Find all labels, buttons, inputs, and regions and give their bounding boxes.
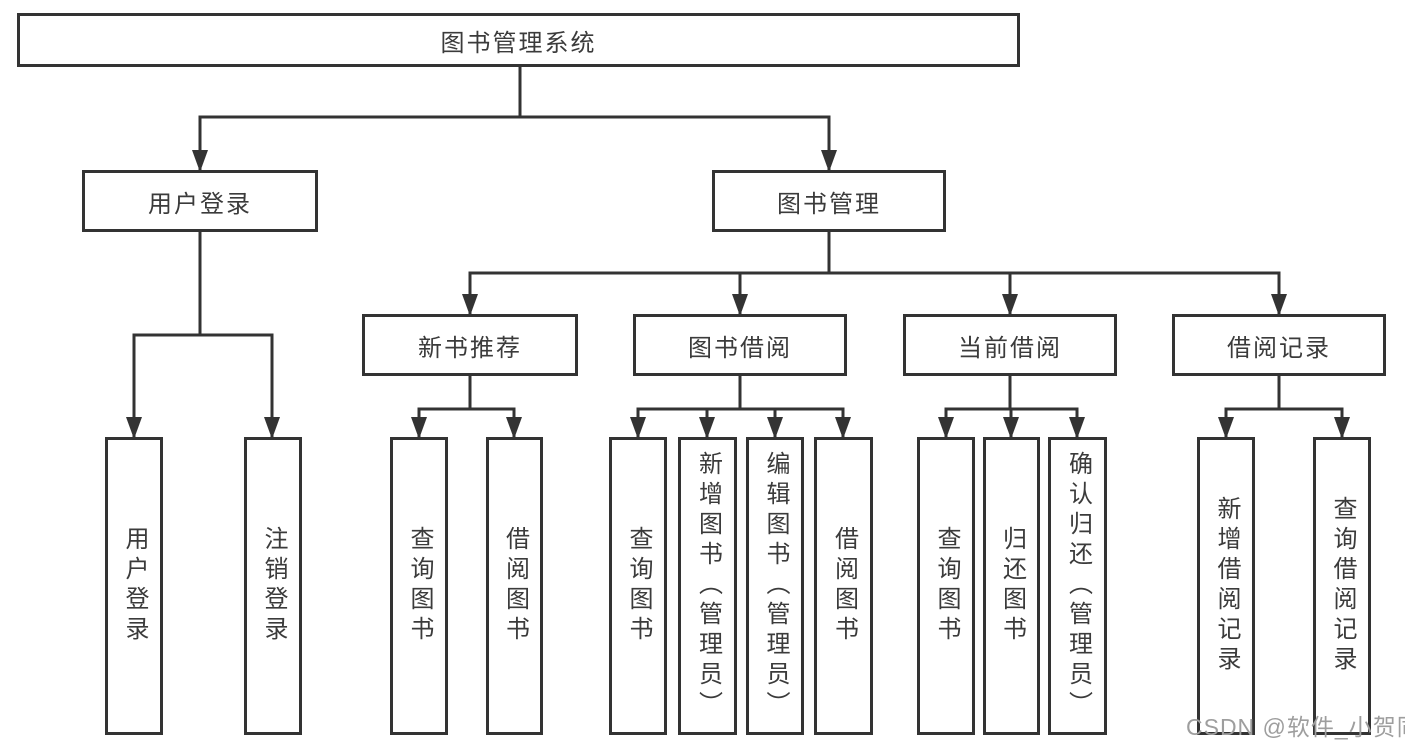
leaf-current-confirm-label: 确认归还（管理员） xyxy=(1064,451,1092,721)
arrowheads xyxy=(126,150,1350,439)
leaf-newbook-borrow-label: 借阅图书 xyxy=(501,526,529,646)
leaf-newbook-borrow: 借阅图书 xyxy=(486,437,543,735)
leaf-records-add: 新增借阅记录 xyxy=(1197,437,1255,735)
leaf-borrow-borrow-label: 借阅图书 xyxy=(830,526,858,646)
node-book-borrow: 图书借阅 xyxy=(633,314,847,376)
leaf-borrow-borrow: 借阅图书 xyxy=(814,437,873,735)
leaf-current-return: 归还图书 xyxy=(983,437,1040,735)
watermark: CSDN @软件_小贺同学 xyxy=(1186,714,1405,740)
leaf-borrow-query: 查询图书 xyxy=(609,437,667,735)
node-borrow-records-label: 借阅记录 xyxy=(1227,334,1331,362)
leaf-borrow-add-label: 新增图书（管理员） xyxy=(694,451,722,721)
leaf-borrow-query-label: 查询图书 xyxy=(625,526,652,646)
leaf-current-query: 查询图书 xyxy=(917,437,975,735)
leaf-records-query-label: 查询借阅记录 xyxy=(1329,496,1356,676)
leaf-current-query-label: 查询图书 xyxy=(933,526,960,646)
node-user-login-label: 用户登录 xyxy=(148,190,252,218)
leaf-logout: 注销登录 xyxy=(244,437,302,735)
node-user-login: 用户登录 xyxy=(82,170,318,232)
leaf-current-confirm: 确认归还（管理员） xyxy=(1048,437,1107,735)
leaf-borrow-edit-label: 编辑图书（管理员） xyxy=(762,451,789,721)
leaf-newbook-query-label: 查询图书 xyxy=(406,526,433,646)
leaf-user-login: 用户登录 xyxy=(105,437,163,735)
node-current-borrow-label: 当前借阅 xyxy=(958,334,1062,362)
node-root-label: 图书管理系统 xyxy=(440,29,597,57)
node-new-book-recommend: 新书推荐 xyxy=(362,314,578,376)
leaf-borrow-add: 新增图书（管理员） xyxy=(678,437,737,735)
leaf-current-return-label: 归还图书 xyxy=(998,526,1026,646)
node-book-management-label: 图书管理 xyxy=(777,190,881,218)
leaf-logout-label: 注销登录 xyxy=(260,526,287,646)
node-new-book-recommend-label: 新书推荐 xyxy=(418,334,522,362)
leaf-records-add-label: 新增借阅记录 xyxy=(1213,496,1240,676)
leaf-newbook-query: 查询图书 xyxy=(390,437,448,735)
node-book-management: 图书管理 xyxy=(712,170,946,232)
leaf-borrow-edit: 编辑图书（管理员） xyxy=(746,437,804,735)
node-book-borrow-label: 图书借阅 xyxy=(688,334,792,362)
leaf-records-query: 查询借阅记录 xyxy=(1313,437,1371,735)
node-borrow-records: 借阅记录 xyxy=(1172,314,1386,376)
leaf-user-login-label: 用户登录 xyxy=(121,526,148,646)
node-root: 图书管理系统 xyxy=(17,13,1020,67)
node-current-borrow: 当前借阅 xyxy=(903,314,1117,376)
